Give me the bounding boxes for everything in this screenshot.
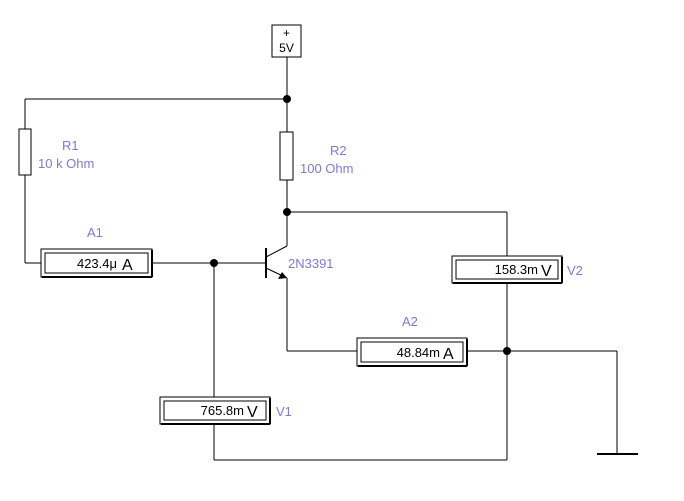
- r2-value: 100 Ohm: [300, 161, 353, 176]
- a1-value: 423.4μ: [77, 256, 117, 271]
- v2-value: 158.3m: [495, 262, 538, 277]
- a2-unit: A: [443, 346, 454, 363]
- junctions: [210, 95, 511, 355]
- a2-value: 48.84m: [397, 345, 440, 360]
- v1-value: 765.8m: [201, 403, 244, 418]
- v2-name: V2: [567, 263, 583, 278]
- transistor-2n3391[interactable]: [265, 245, 288, 279]
- junction-collector: [283, 208, 291, 216]
- source-voltage: 5V: [279, 41, 294, 55]
- resistor-r1[interactable]: [18, 128, 32, 176]
- v1-name: V1: [276, 404, 292, 419]
- a2-name: A2: [402, 314, 418, 329]
- a1-name: A1: [87, 225, 103, 240]
- resistor-r2[interactable]: [279, 131, 294, 181]
- junction-base: [210, 259, 218, 267]
- v1-unit: V: [247, 404, 258, 421]
- a1-unit: A: [122, 257, 133, 274]
- voltmeter-v1[interactable]: 765.8m V: [159, 396, 271, 425]
- voltage-source[interactable]: + 5V: [271, 24, 302, 58]
- wires: [24, 57, 618, 461]
- junction-top: [283, 95, 291, 103]
- r1-value: 10 k Ohm: [38, 156, 94, 171]
- r1-name: R1: [62, 138, 79, 153]
- r2-name: R2: [330, 143, 347, 158]
- ammeter-a2[interactable]: 48.84m A: [356, 337, 468, 367]
- voltmeter-v2[interactable]: 158.3m V: [451, 255, 563, 284]
- junction-output: [503, 347, 511, 355]
- ammeter-a1[interactable]: 423.4μ A: [40, 248, 153, 278]
- v2-unit: V: [541, 263, 552, 280]
- transistor-model: 2N3391: [288, 256, 334, 271]
- source-symbol: +: [283, 26, 290, 40]
